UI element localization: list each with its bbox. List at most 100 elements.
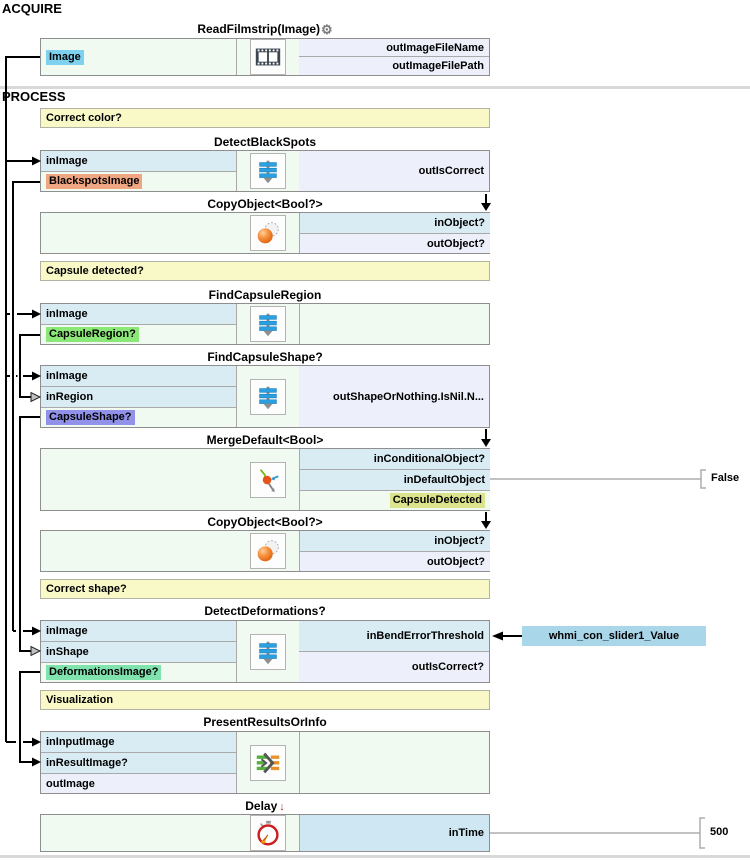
output-chip-capsuleshape[interactable]: CapsuleShape?: [46, 410, 135, 425]
section-separator: [0, 86, 750, 89]
wire-capsuleregion: [19, 334, 40, 398]
block-findcapsuleregion[interactable]: inImage CapsuleRegion?: [40, 303, 490, 345]
present-results-icon: [250, 744, 286, 781]
constant-false[interactable]: False: [711, 472, 740, 484]
port-inimage[interactable]: inImage: [41, 151, 237, 172]
block-detectdeformations[interactable]: inImage inShape DeformationsImage? inBen…: [40, 620, 490, 683]
output-row-image[interactable]: Image: [41, 39, 237, 75]
gear-icon[interactable]: ⚙: [321, 22, 333, 37]
macrofilter-icon: [250, 306, 286, 342]
port-inimage[interactable]: inImage: [41, 366, 237, 387]
icon-cell: [237, 39, 300, 75]
port-ininputimage[interactable]: inInputImage: [41, 732, 237, 753]
macrofilter-icon: [250, 633, 286, 670]
section-process: PROCESS: [2, 89, 66, 104]
icon-cell: [237, 815, 299, 851]
icon-cell: [237, 304, 300, 344]
bottom-separator: [0, 855, 750, 858]
block-findcapsuleshape[interactable]: inImage inRegion CapsuleShape? outShapeO…: [40, 365, 490, 428]
block-title-findcapsuleregion[interactable]: FindCapsuleRegion: [208, 288, 322, 302]
icon-cell: [237, 213, 299, 253]
port-inobject[interactable]: inObject?: [300, 213, 490, 234]
section-acquire: ACQUIRE: [2, 1, 62, 16]
output-chip-capsuledetected[interactable]: CapsuleDetected: [389, 493, 485, 508]
conditional-arrowheads: [30, 391, 42, 657]
icon-cell: [237, 531, 299, 571]
icon-cell: [237, 732, 300, 793]
collapse-arrow-icon[interactable]: ↓: [279, 801, 285, 813]
output-chip-deformationsimage[interactable]: DeformationsImage?: [46, 665, 162, 680]
output-chip-image[interactable]: Image: [46, 49, 84, 65]
block-title-delay[interactable]: Delay↓: [245, 799, 285, 813]
wire-deformationsimage: [19, 671, 40, 763]
port-inresultimage[interactable]: inResultImage?: [41, 753, 237, 774]
port-intime[interactable]: inTime: [299, 815, 489, 851]
output-chip-blackspotsimage[interactable]: BlackspotsImage: [46, 174, 143, 189]
stopwatch-icon: [250, 815, 286, 851]
block-title-detectdeformations[interactable]: DetectDeformations?: [204, 604, 326, 618]
port-outimage[interactable]: outImage: [41, 774, 237, 793]
comment-correct-shape[interactable]: Correct shape?: [40, 579, 490, 599]
port-indefaultobject[interactable]: inDefaultObject: [300, 470, 490, 491]
comment-correct-color[interactable]: Correct color?: [40, 108, 490, 128]
icon-cell: [237, 366, 300, 427]
filmstrip-icon: [250, 39, 286, 75]
right-column: inObject? outObject?: [299, 213, 490, 253]
macrofilter-icon: [250, 378, 286, 415]
block-title-detectblackspots[interactable]: DetectBlackSpots: [213, 135, 317, 149]
block-title-findcapsuleshape[interactable]: FindCapsuleShape?: [207, 350, 323, 364]
right-column: inBendErrorThreshold outIsCorrect?: [299, 621, 489, 682]
false-bracket: [700, 469, 706, 489]
block-copyobject1[interactable]: inObject? outObject?: [40, 212, 490, 254]
block-mergedefault[interactable]: inConditionalObject? inDefaultObject Cap…: [40, 448, 490, 511]
output-row-deformationsimage[interactable]: DeformationsImage?: [41, 663, 237, 682]
port-outimagefilename[interactable]: outImageFileName: [299, 39, 489, 57]
icon-cell: [237, 151, 300, 191]
right-column: outIsCorrect: [299, 151, 489, 191]
block-copyobject2[interactable]: inObject? outObject?: [40, 530, 490, 572]
port-outimagefilepath[interactable]: outImageFilePath: [299, 57, 489, 75]
icon-cell: [237, 621, 300, 682]
block-title-copyobject1[interactable]: CopyObject<Bool?>: [207, 197, 323, 211]
output-row-capsuledetected[interactable]: CapsuleDetected: [300, 491, 490, 510]
port-outobject[interactable]: outObject?: [300, 234, 490, 253]
block-detectblackspots[interactable]: inImage BlackspotsImage outIsCorrect: [40, 150, 490, 192]
block-delay[interactable]: inTime: [40, 814, 490, 852]
port-inobject[interactable]: inObject?: [300, 531, 490, 552]
port-inimage[interactable]: inImage: [41, 304, 237, 325]
port-inshape[interactable]: inShape: [41, 642, 237, 663]
copy-object-icon: [250, 215, 286, 251]
output-chip-capsuleregion[interactable]: CapsuleRegion?: [46, 327, 139, 342]
comment-visualization[interactable]: Visualization: [40, 690, 490, 710]
block-title-copyobject2[interactable]: CopyObject<Bool?>: [207, 515, 323, 529]
port-inconditionalobject[interactable]: inConditionalObject?: [300, 449, 490, 470]
constant-connectors: [490, 469, 706, 849]
output-row-capsuleregion[interactable]: CapsuleRegion?: [41, 325, 237, 344]
port-inimage[interactable]: inImage: [41, 621, 237, 642]
port-outiscorrect[interactable]: outIsCorrect: [299, 151, 489, 191]
port-outiscorrect[interactable]: outIsCorrect?: [299, 652, 489, 682]
comment-capsule-detected[interactable]: Capsule detected?: [40, 261, 490, 281]
output-row-capsuleshape[interactable]: CapsuleShape?: [41, 408, 237, 427]
block-title-presentresults[interactable]: PresentResultsOrInfo: [203, 715, 327, 729]
right-column: outImageFileName outImageFilePath: [299, 39, 489, 75]
wire-capsuleshape: [19, 416, 40, 652]
output-row-blackspotsimage[interactable]: BlackspotsImage: [41, 172, 237, 191]
wire-blackspotsimage: [12, 181, 40, 632]
icon-cell: [237, 449, 299, 510]
port-inbenderrorthreshold[interactable]: inBendErrorThreshold: [299, 621, 489, 652]
block-title-readfilmstrip[interactable]: ReadFilmstrip(Image)⚙: [197, 22, 333, 37]
port-inregion[interactable]: inRegion: [41, 387, 237, 408]
500-bracket: [699, 817, 705, 849]
block-title-mergedefault[interactable]: MergeDefault<Bool>: [206, 433, 324, 447]
source-chip-slider-value[interactable]: whmi_con_slider1_Value: [522, 626, 706, 646]
port-outshapeornothing[interactable]: outShapeOrNothing.IsNil.N...: [299, 366, 489, 427]
constant-500[interactable]: 500: [710, 826, 729, 838]
block-readfilmstrip[interactable]: Image outImageFileName outImageFilePath: [40, 38, 490, 76]
copy-object-icon: [250, 533, 286, 569]
block-presentresults[interactable]: inInputImage inResultImage? outImage: [40, 731, 490, 794]
right-column: inConditionalObject? inDefaultObject Cap…: [299, 449, 490, 510]
right-column: inObject? outObject?: [299, 531, 490, 571]
port-outobject[interactable]: outObject?: [300, 552, 490, 571]
